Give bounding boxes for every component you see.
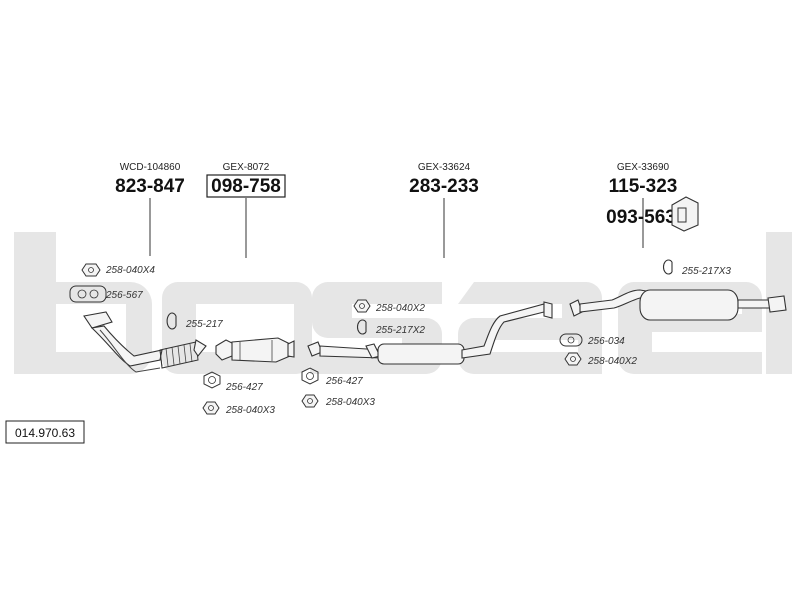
catalytic-converter <box>215 337 295 363</box>
part-label: 256-567 <box>105 290 143 301</box>
nut-icon <box>81 263 101 277</box>
part-number: 115-323 <box>609 176 678 197</box>
rear-silencer <box>569 289 787 321</box>
group-wcd: WCD-104860 823-847 <box>115 162 185 256</box>
gasket-icon <box>559 333 583 347</box>
group-ref: GEX-33624 <box>418 162 471 173</box>
group-gex-33624: GEX-33624 283-233 <box>409 162 479 258</box>
middle-silencer <box>307 301 553 365</box>
rubber-hanger-icon <box>671 196 699 232</box>
part-label: 258-040X3 <box>225 405 275 416</box>
part-label: 256-034 <box>587 336 625 347</box>
gasket-icon <box>203 371 221 389</box>
nut-icon <box>564 352 582 366</box>
part-label: 258-040X2 <box>587 356 637 367</box>
front-pipe <box>83 311 207 373</box>
group-gex-33690: GEX-33690 115-323 093-563 <box>606 162 677 248</box>
group-ref: WCD-104860 <box>120 162 181 173</box>
part-label: 255-217 <box>185 319 223 330</box>
part-number: 098-758 <box>211 176 281 197</box>
clamp-icon <box>166 312 177 330</box>
group-ref: GEX-33690 <box>617 162 670 173</box>
gasket-icon <box>69 285 107 303</box>
part-label: 256-427 <box>325 376 363 387</box>
part-number: 283-233 <box>409 176 479 197</box>
group-ref: GEX-8072 <box>223 162 270 173</box>
gasket-icon <box>301 367 319 385</box>
diagram-number: 014.970.63 <box>5 420 85 444</box>
nut-icon <box>301 394 319 408</box>
part-label: 256-427 <box>225 382 263 393</box>
part-label: 255-217X3 <box>681 266 731 277</box>
part-label: 258-040X4 <box>105 265 155 276</box>
group-gex-8072: GEX-8072 098-758 <box>206 162 286 258</box>
clamp-icon <box>663 259 673 275</box>
part-label: 255-217X2 <box>375 325 425 336</box>
part-label: 258-040X3 <box>325 397 375 408</box>
nut-icon <box>202 401 220 415</box>
nut-icon <box>353 299 371 313</box>
part-number: 823-847 <box>115 176 185 197</box>
clamp-icon <box>357 319 367 335</box>
part-label: 258-040X2 <box>375 303 425 314</box>
hanger-part-number: 093-563 <box>606 207 676 228</box>
part-number-box <box>206 174 286 198</box>
diagram-number-text: 014.970.63 <box>15 426 75 440</box>
